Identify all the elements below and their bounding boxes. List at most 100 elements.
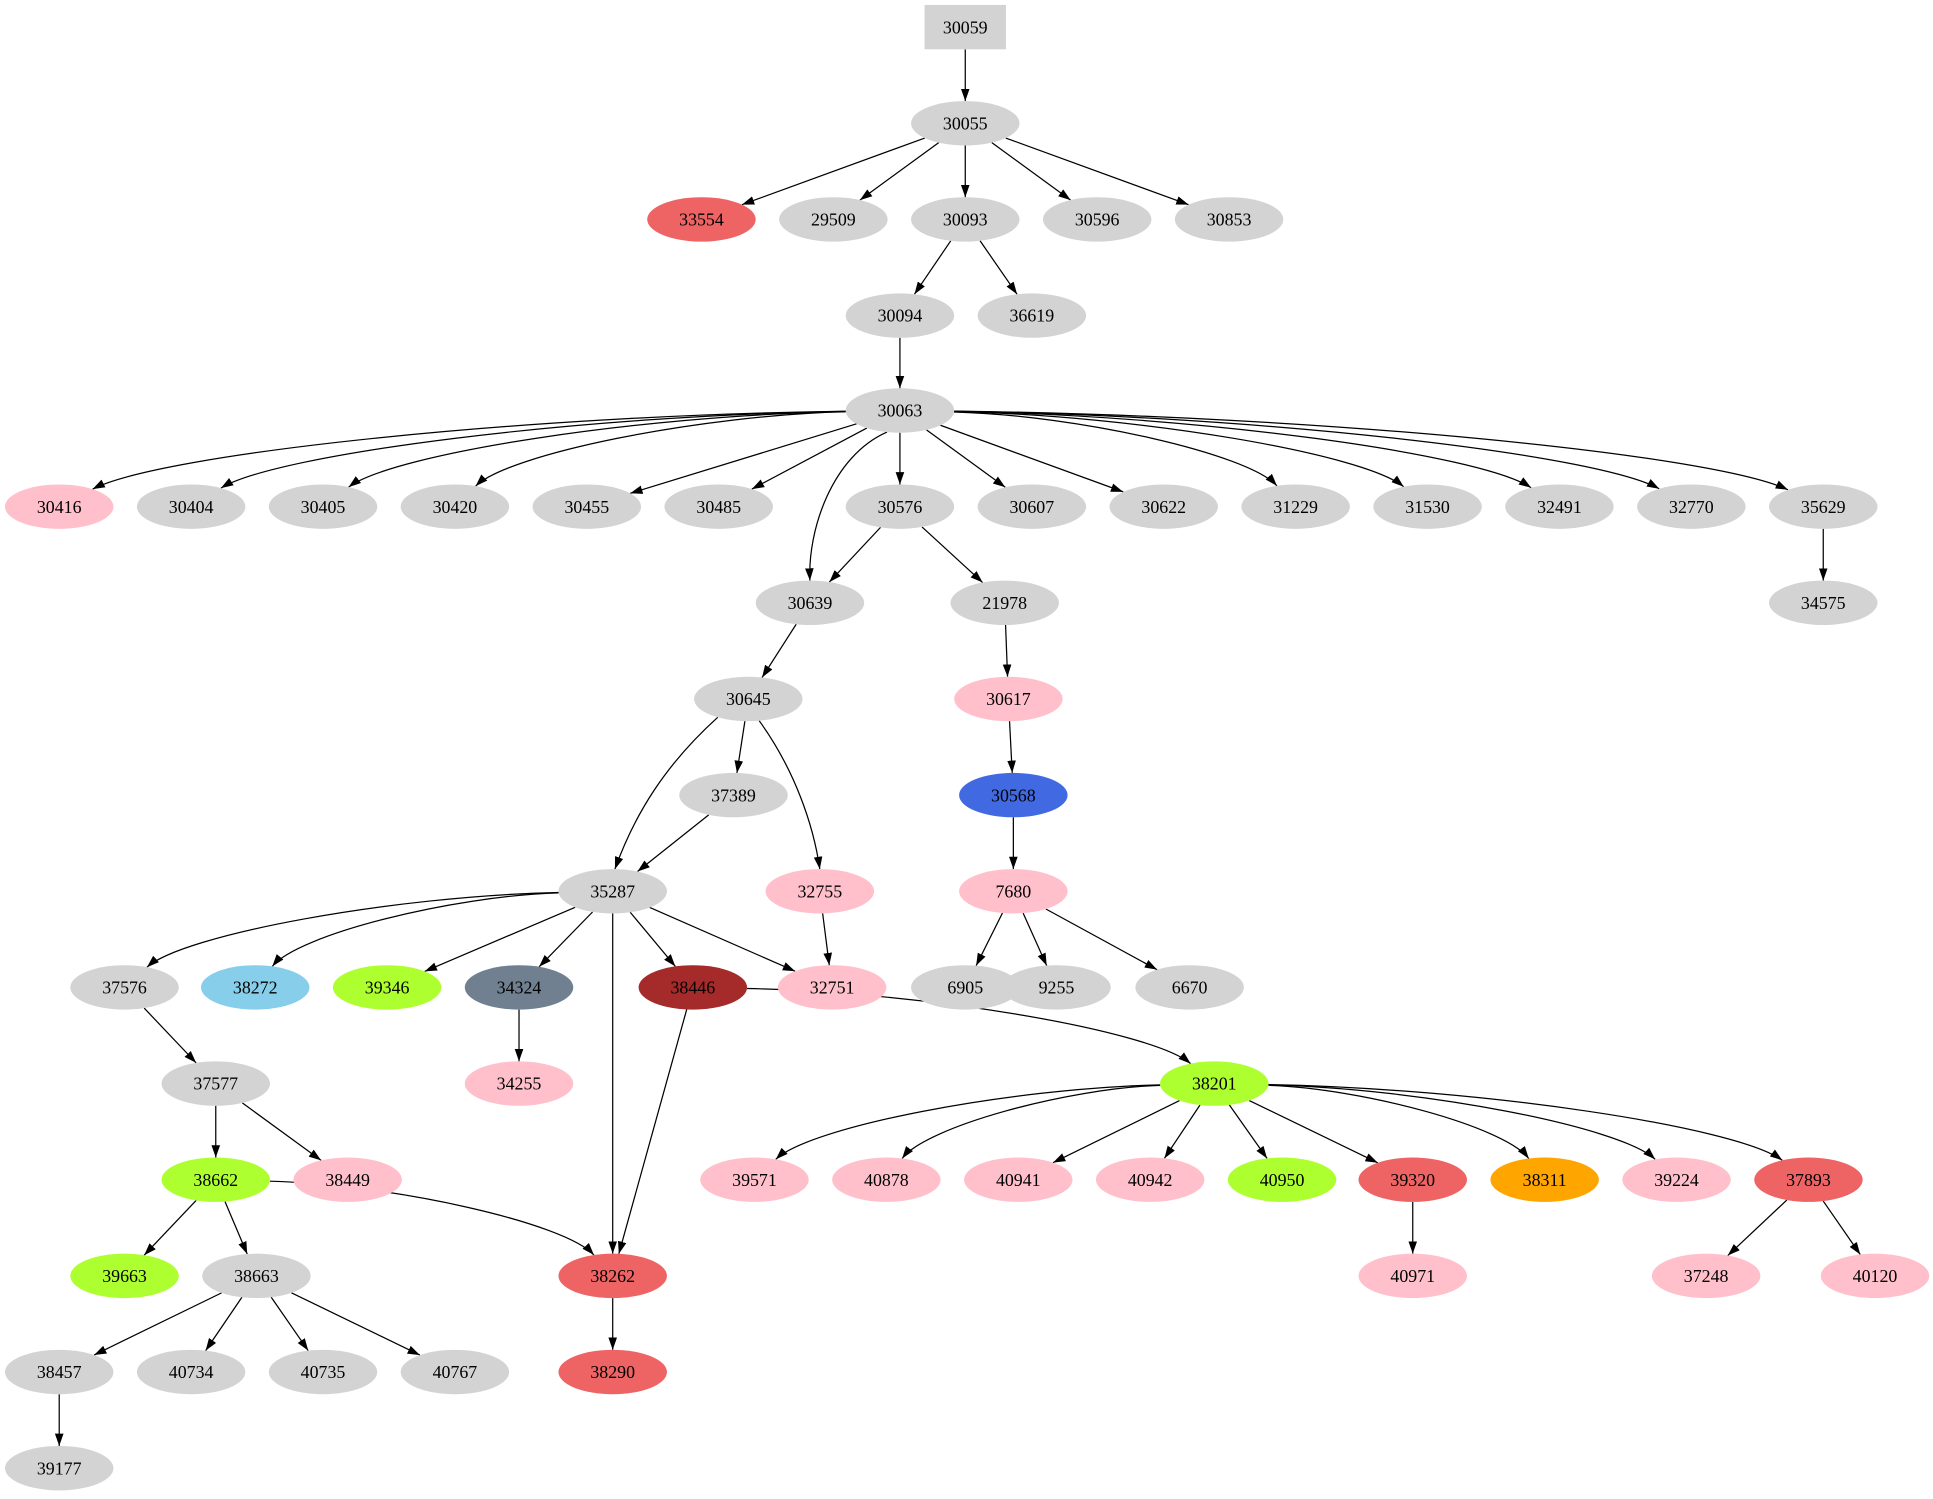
node-30404: 30404: [136, 484, 246, 529]
node-30055: 30055: [911, 101, 1020, 146]
edge-30063-30416: [92, 410, 846, 490]
node-label: 37577: [193, 1074, 238, 1094]
edge-30055-29509: [859, 142, 940, 201]
edge-30063-31530: [954, 410, 1405, 488]
node-label: 39224: [1654, 1170, 1699, 1190]
node-shape: [4, 1349, 114, 1395]
node-label: 30622: [1141, 497, 1186, 517]
edge-38201-40941: [1052, 1100, 1180, 1164]
node-label: 21978: [982, 593, 1027, 613]
node-label: 30576: [878, 497, 923, 517]
node-34575: 34575: [1769, 580, 1878, 625]
node-label: 39177: [37, 1458, 82, 1478]
node-shape: [70, 1253, 179, 1299]
node-32755: 32755: [765, 869, 875, 914]
node-shape: [70, 965, 179, 1010]
node-36619: 36619: [977, 293, 1087, 338]
node-30576: 30576: [845, 484, 955, 529]
node-shape: [1002, 965, 1111, 1010]
edge-30063-31229: [954, 411, 1278, 487]
node-30596: 30596: [1042, 197, 1152, 242]
node-32491: 32491: [1505, 484, 1614, 529]
node-37577: 37577: [161, 1061, 271, 1106]
node-shape: [700, 1157, 809, 1202]
node-label: 9255: [1039, 978, 1075, 998]
edge-38662-38663: [224, 1201, 248, 1255]
node-shape: [1622, 1157, 1731, 1202]
node-39320: 39320: [1358, 1157, 1467, 1202]
node-label: 39346: [365, 978, 410, 998]
edge-30645-37389: [734, 721, 746, 774]
node-label: 32751: [810, 978, 855, 998]
node-30405: 30405: [268, 484, 378, 529]
edge-30617-30568: [1007, 721, 1016, 773]
node-shape: [202, 1253, 311, 1299]
node-shape: [293, 1157, 402, 1202]
node-shape: [1358, 1253, 1467, 1299]
node-shape: [1042, 197, 1152, 242]
edge-30063-30485: [751, 427, 868, 490]
node-label: 37248: [1684, 1266, 1729, 1286]
node-label: 31229: [1273, 497, 1318, 517]
node-38662: 38662: [161, 1157, 271, 1202]
node-shape: [4, 1445, 114, 1491]
node-label: 38663: [234, 1266, 279, 1286]
node-shape: [532, 484, 642, 529]
edge-38663-38457: [93, 1292, 222, 1356]
node-40120: 40120: [1820, 1253, 1930, 1299]
node-label: 38446: [671, 978, 716, 998]
edge-30576-30639: [828, 526, 881, 583]
node-40950: 40950: [1227, 1157, 1337, 1202]
node-label: 40734: [169, 1362, 214, 1382]
node-shape: [400, 484, 510, 529]
node-shape: [558, 1349, 667, 1395]
node-shape: [638, 965, 748, 1010]
node-30607: 30607: [977, 484, 1087, 529]
node-shape: [1135, 965, 1244, 1010]
edge-30576-21978: [921, 526, 984, 583]
edge-38201-40950: [1228, 1104, 1268, 1159]
node-21978: 21978: [950, 580, 1059, 625]
edge-35287-32751: [649, 906, 796, 972]
node-label: 30645: [726, 689, 771, 709]
node-31229: 31229: [1241, 484, 1350, 529]
edge-30063-30622: [940, 424, 1124, 493]
node-shape: [268, 484, 378, 529]
node-39177: 39177: [4, 1445, 114, 1491]
node-40878: 40878: [832, 1157, 941, 1202]
node-label: 40120: [1853, 1266, 1898, 1286]
node-30063: 30063: [845, 388, 955, 433]
node-shape: [136, 1349, 246, 1395]
node-40735: 40735: [268, 1349, 378, 1395]
node-shape: [832, 1157, 941, 1202]
node-shape: [845, 484, 955, 529]
node-shape: [558, 869, 667, 914]
node-label: 34324: [497, 978, 542, 998]
node-38449: 38449: [293, 1157, 402, 1202]
node-shape: [1174, 197, 1284, 242]
node-30059: 30059: [924, 4, 1006, 50]
edge-30645-35287: [614, 716, 719, 870]
node-37576: 37576: [70, 965, 179, 1010]
edge-37893-37248: [1727, 1199, 1788, 1256]
node-label: 30404: [169, 497, 214, 517]
node-shape: [911, 197, 1020, 242]
node-32770: 32770: [1637, 484, 1746, 529]
node-40971: 40971: [1358, 1253, 1467, 1299]
node-30645: 30645: [694, 676, 803, 722]
node-shape: [1160, 1061, 1269, 1106]
node-label: 6905: [947, 978, 983, 998]
node-38457: 38457: [4, 1349, 114, 1395]
node-label: 39571: [732, 1170, 777, 1190]
node-shape: [1651, 1253, 1761, 1299]
node-label: 7680: [995, 881, 1031, 901]
edge-30093-30094: [913, 240, 952, 295]
node-6670: 6670: [1135, 965, 1244, 1010]
node-label: 35287: [590, 881, 635, 901]
node-38272: 38272: [200, 965, 310, 1010]
node-label: 30853: [1207, 210, 1252, 230]
node-32751: 32751: [777, 965, 887, 1010]
node-38663: 38663: [202, 1253, 311, 1299]
node-shape: [1637, 484, 1746, 529]
node-shape: [161, 1061, 271, 1106]
